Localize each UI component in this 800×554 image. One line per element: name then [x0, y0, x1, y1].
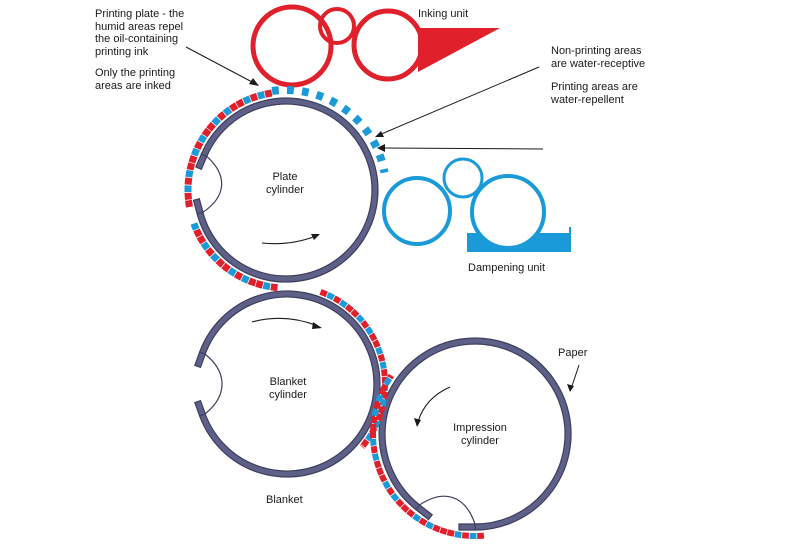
plate-lower-covering [190, 222, 278, 292]
plate-ink-covering [184, 89, 273, 208]
inking-unit-label: Inking unit [418, 8, 469, 20]
dampening-unit [382, 157, 571, 252]
plate-cylinder-label: Plate cylinder [266, 171, 304, 196]
paper-covering [369, 389, 485, 540]
blanket-cylinder-label: Blanket cylinder [269, 376, 307, 401]
blanket-cylinder [194, 290, 381, 478]
paper-label: Paper [558, 347, 588, 359]
impression-cylinder-label: Impression cylinder [453, 422, 507, 447]
inking-roller-right [351, 8, 425, 82]
printing-areas-label: Printing areas are water-repellent [551, 81, 638, 106]
printing-plate-label: Printing plate - the humid areas repel t… [95, 8, 185, 58]
paper-covering-top [379, 373, 394, 393]
pointer-lines [185, 46, 580, 390]
curved-arrow-icon [251, 317, 319, 327]
only-printing-inked-label: Only the printing areas are inked [95, 67, 176, 92]
curved-arrow-icon [261, 235, 317, 245]
ink-fountain [418, 28, 500, 72]
blanket-label: Blanket [266, 494, 303, 506]
curved-arrow-icon [417, 386, 451, 423]
impression-cylinder [378, 337, 572, 531]
dampening-roller-left [382, 176, 452, 246]
dampening-unit-label: Dampening unit [468, 262, 546, 274]
rotation-arrows [251, 235, 451, 423]
inking-unit [250, 4, 500, 88]
dampening-roller-right [470, 174, 546, 250]
inking-roller-left [250, 4, 334, 88]
plate-water-covering [271, 86, 389, 174]
non-printing-areas-label: Non-printing areas are water-receptive [551, 45, 646, 70]
inking-roller-small [318, 7, 356, 45]
plate-cylinder [192, 97, 379, 283]
dampening-roller-small [442, 157, 484, 199]
